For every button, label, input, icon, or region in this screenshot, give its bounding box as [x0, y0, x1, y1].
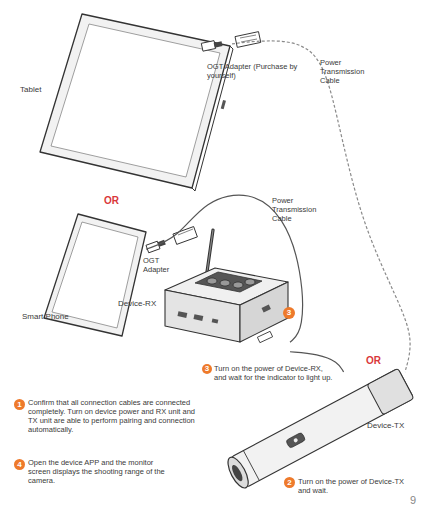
- step-note: Turn on the power of Device-TX and wait.: [298, 477, 413, 495]
- tablet-drawing: [40, 14, 233, 191]
- callout-number: 3: [202, 364, 212, 374]
- callout-number: 1: [17, 401, 21, 409]
- transmitter-drawing: [224, 368, 414, 491]
- otg-adapter: [146, 227, 197, 253]
- callout-number: 3: [287, 309, 291, 317]
- page-number: 9: [410, 494, 426, 507]
- part-label: OGT Adapter (Purchase by yourself): [207, 62, 302, 80]
- callout-number: 3: [205, 365, 209, 373]
- or-mark: OR: [104, 195, 134, 207]
- or-mark: OR: [366, 355, 396, 367]
- callout-number: 3: [283, 307, 295, 319]
- transmitter-unit: Device-TX: [232, 372, 418, 484]
- device-name: Device-TX: [367, 422, 404, 431]
- cable-label: Power Transmission Cable: [320, 58, 378, 85]
- part-label: OGT Adapter: [143, 256, 179, 274]
- device-name: Device-RX: [118, 300, 156, 309]
- step-note: Open the device APP and the monitor scre…: [28, 458, 166, 485]
- tablet: Tablet: [40, 14, 232, 190]
- callout-number: 2: [287, 479, 291, 487]
- device-name: Tablet: [20, 86, 41, 95]
- smart-phone: Smart Phone: [40, 212, 146, 336]
- callout-number: 2: [284, 477, 295, 488]
- callout-number: 1: [14, 399, 25, 410]
- receiver-unit: Device-RX: [160, 228, 290, 364]
- step-note: Turn on the power of Device-RX, and wait…: [214, 364, 336, 382]
- step-note: Confirm that all connection cables are c…: [28, 398, 200, 434]
- cable-label: Power Transmission Cable: [272, 196, 330, 223]
- callout-number: 4: [17, 461, 21, 469]
- power-cable: [232, 41, 410, 372]
- device-name: Smart Phone: [22, 313, 69, 322]
- receiver-drawing: [165, 230, 288, 343]
- callout-number: 4: [14, 459, 25, 470]
